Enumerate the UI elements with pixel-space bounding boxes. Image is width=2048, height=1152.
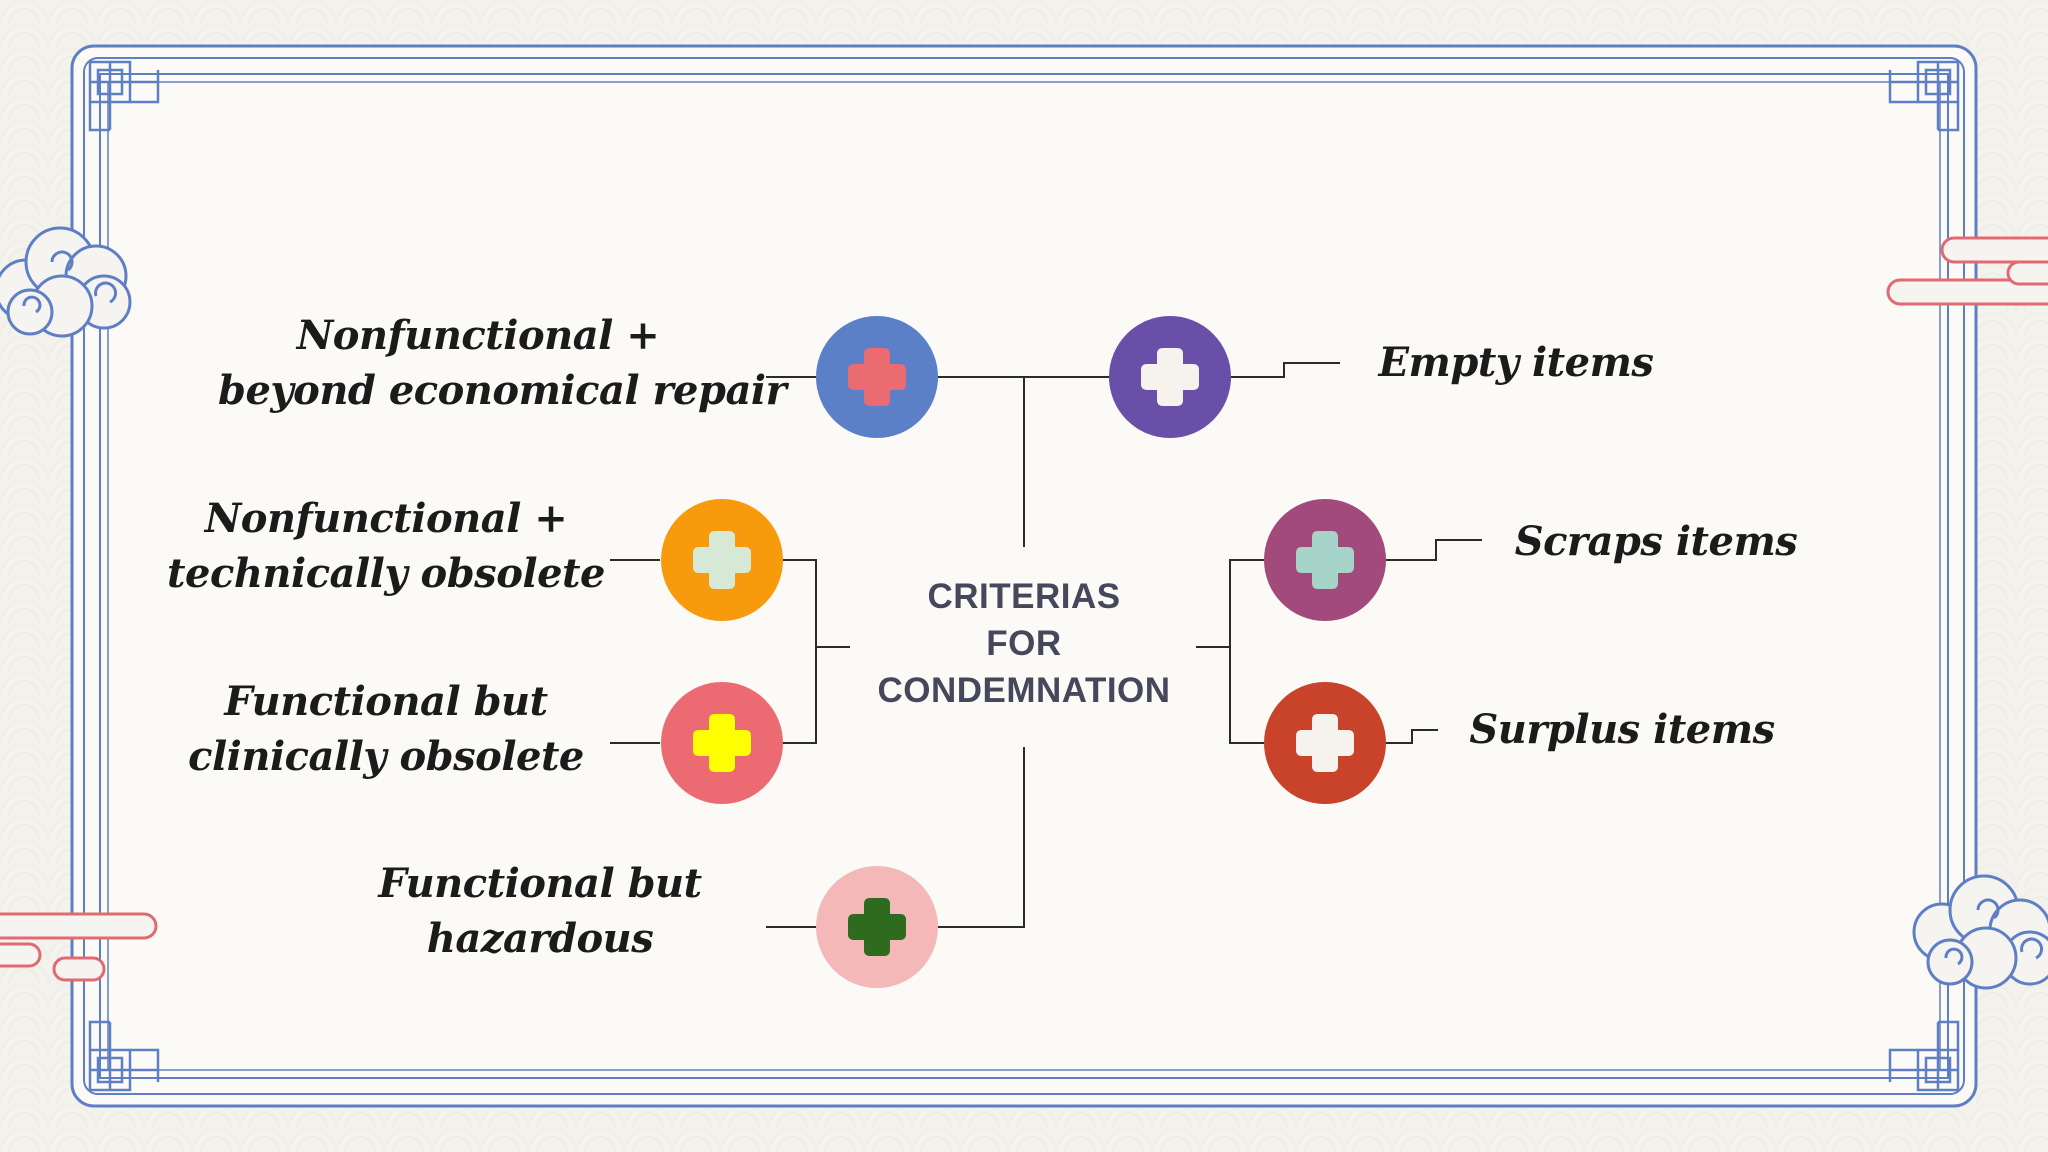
corner-ornament [88, 1020, 160, 1092]
criteria-label-line: hazardous [426, 915, 654, 962]
corner-ornament [88, 60, 160, 132]
criteria-label-line: Surplus items [1469, 706, 1775, 753]
criteria-label: Surplus items [1412, 702, 1832, 757]
criteria-label-line: Functional but [378, 860, 702, 907]
center-title-line: CONDEMNATION [877, 671, 1171, 710]
center-title: CRITERIAS FOR CONDEMNATION [874, 573, 1174, 714]
criteria-label-line: technically obsolete [167, 550, 605, 597]
criteria-label: Scraps items [1446, 514, 1866, 569]
criteria-label: Empty items [1306, 335, 1726, 390]
criteria-label-line: clinically obsolete [188, 733, 584, 780]
plus-icon [1141, 348, 1199, 406]
center-title-line: CRITERIAS [927, 577, 1121, 616]
corner-ornament [1888, 1020, 1960, 1092]
criteria-label-line: Nonfunctional + [204, 495, 568, 542]
cloud-ornament [1912, 874, 2048, 990]
criteria-label-line: Nonfunctional + [296, 312, 660, 359]
criteria-label-line: Empty items [1378, 339, 1654, 386]
criteria-label: Functional but clinically obsolete [126, 674, 646, 784]
decorative-frame [70, 44, 1978, 1108]
corner-ornament [1888, 60, 1960, 132]
criteria-label: Nonfunctional + technically obsolete [126, 491, 646, 601]
plus-icon [848, 898, 906, 956]
criteria-nodes [661, 316, 1386, 988]
pill-ornament [1886, 236, 2048, 306]
center-title-line: FOR [986, 624, 1062, 663]
cloud-ornament [0, 226, 132, 338]
criteria-label-line: beyond economical repair [218, 367, 787, 414]
criteria-label: Functional but hazardous [280, 856, 800, 966]
criteria-label: Nonfunctional + beyond economical repair [218, 308, 787, 418]
connector-lines [610, 362, 1482, 928]
plus-icon [693, 714, 751, 772]
plus-icon [848, 348, 906, 406]
plus-icon [693, 531, 751, 589]
criteria-label-line: Functional but [224, 678, 548, 725]
pill-ornament [0, 912, 158, 982]
plus-icon [1296, 714, 1354, 772]
criteria-label-line: Scraps items [1514, 518, 1798, 565]
plus-icon [1296, 531, 1354, 589]
